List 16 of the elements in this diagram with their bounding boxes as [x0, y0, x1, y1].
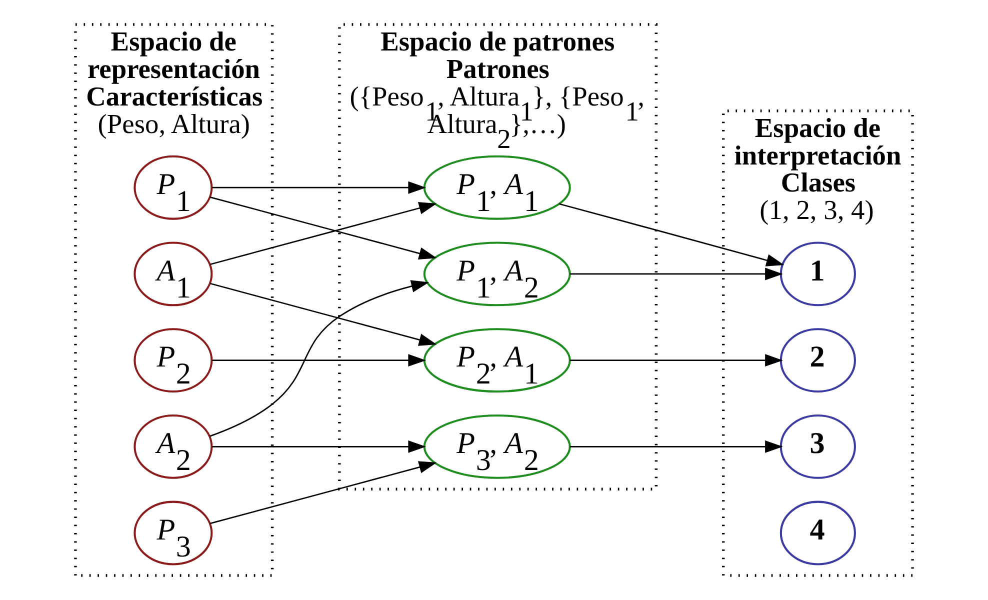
arrow	[570, 268, 783, 280]
node-ellipse: 1	[780, 242, 856, 306]
arrow	[210, 280, 430, 437]
arrow	[210, 461, 437, 524]
node-ellipse: 2	[780, 328, 856, 393]
node-ellipse: 4	[780, 500, 856, 566]
arrow	[212, 440, 426, 453]
arrow	[570, 354, 783, 367]
arrow	[559, 203, 784, 266]
arrow	[570, 440, 783, 453]
node-ellipse: 3	[780, 414, 856, 479]
arrow	[210, 202, 437, 266]
arrow	[210, 282, 437, 346]
arrow	[210, 196, 437, 260]
arrow	[212, 354, 426, 367]
arrow	[212, 181, 426, 194]
